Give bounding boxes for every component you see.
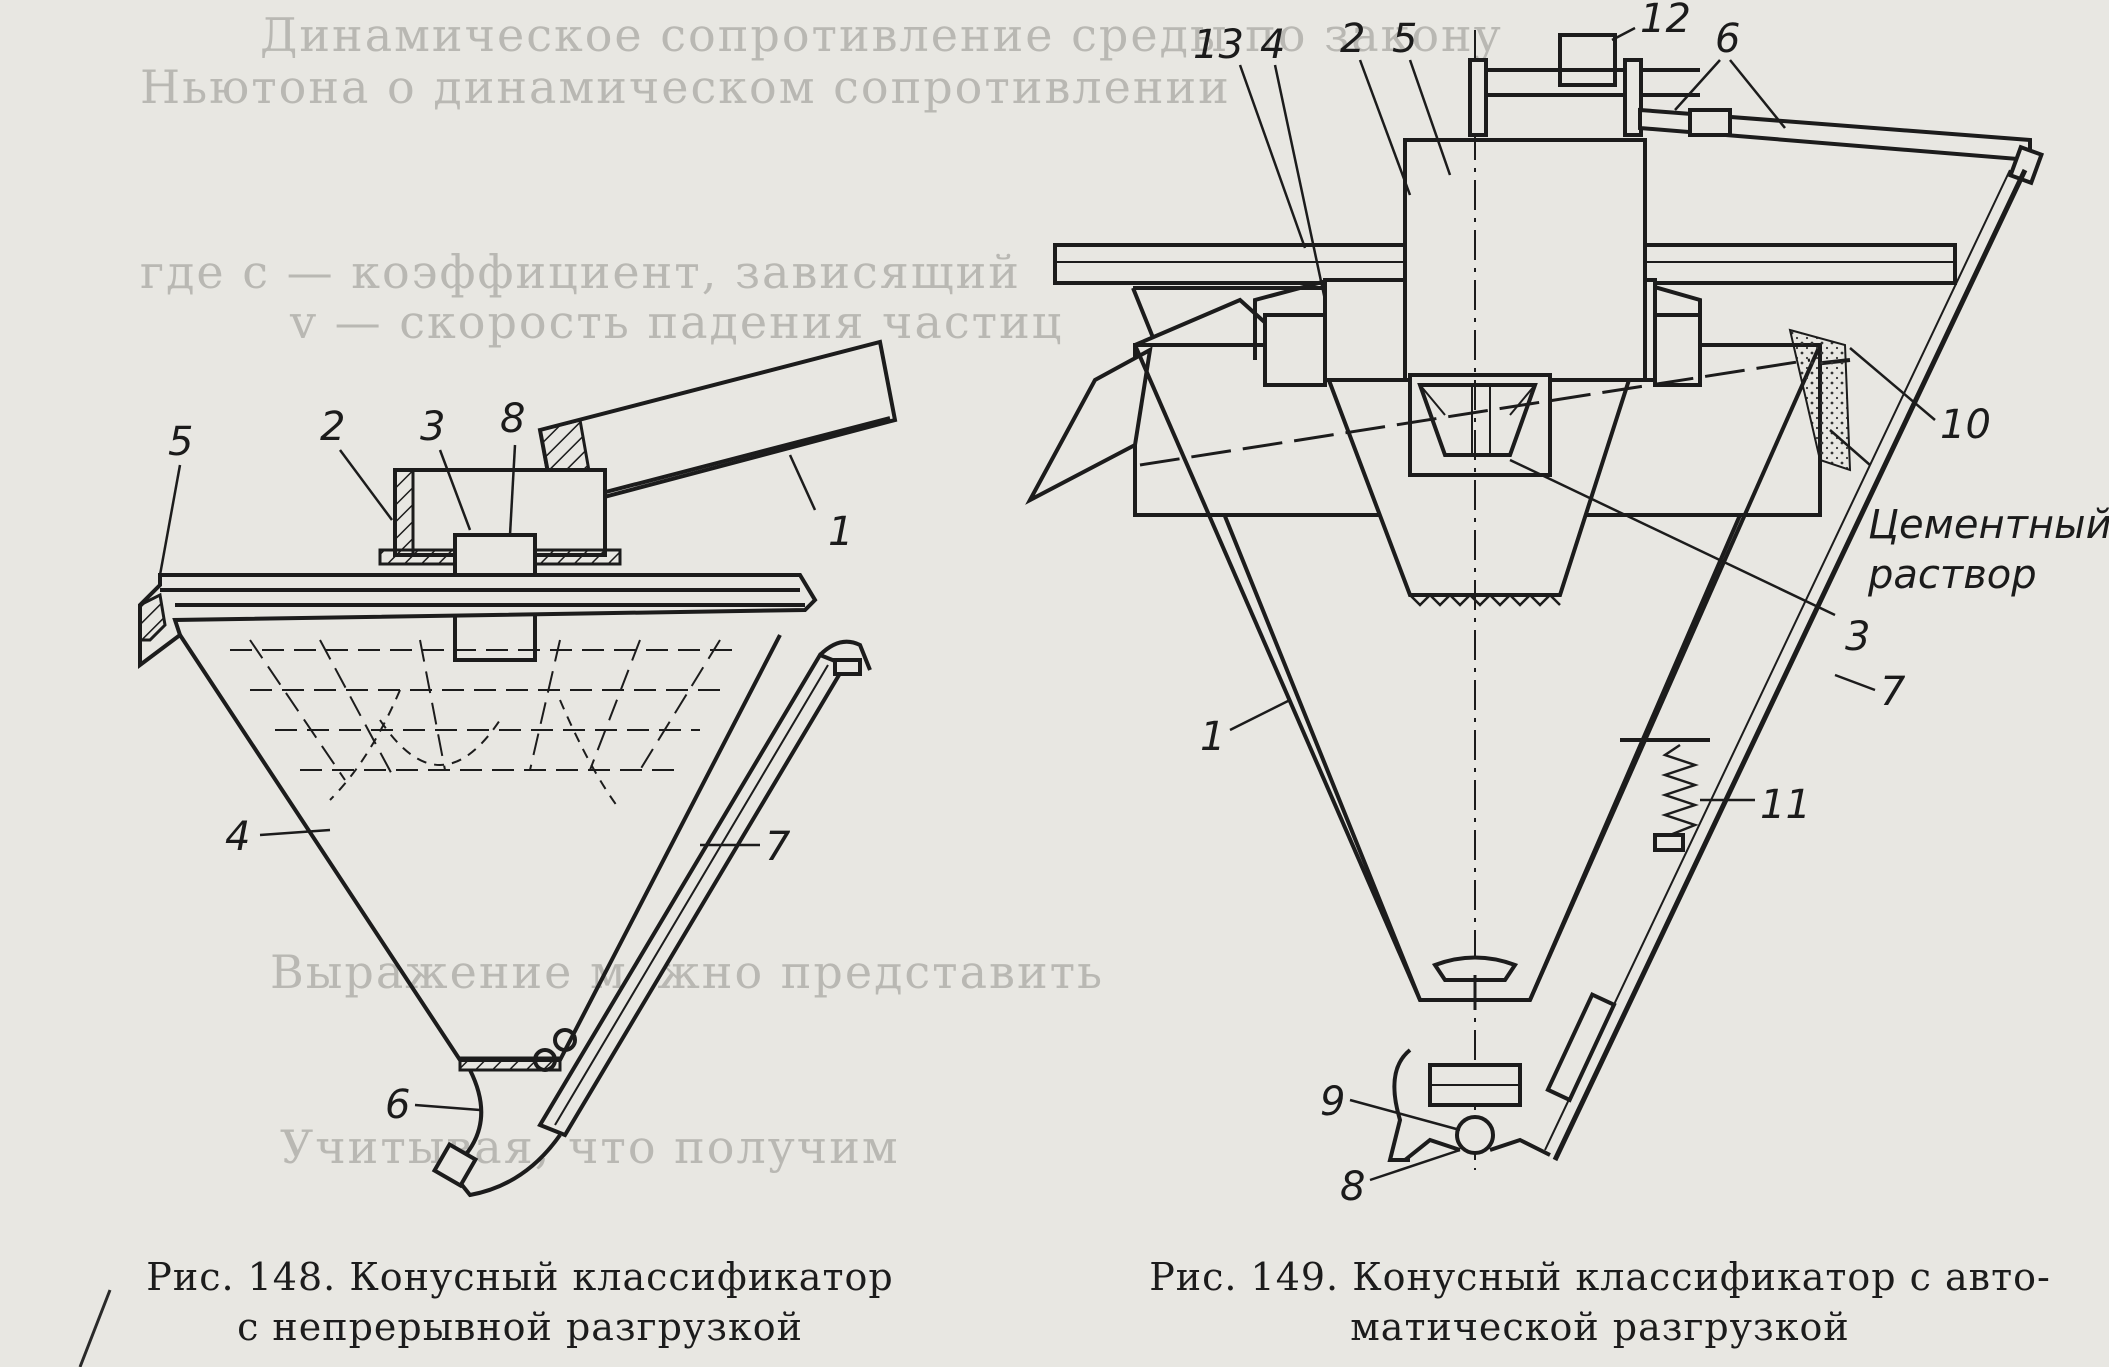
discharge-elbow bbox=[431, 1028, 577, 1198]
caption-149-line2: матической разгрузкой bbox=[1350, 1305, 1850, 1349]
label-148-3: 3 bbox=[420, 404, 445, 450]
bleed-text-1: Динамическое сопротивление среды по зако… bbox=[260, 8, 1503, 62]
label-148-1: 1 bbox=[828, 509, 853, 555]
label-148-6: 6 bbox=[385, 1082, 410, 1128]
bleed-text-2: Ньютона о динамическом сопротивлении bbox=[140, 60, 1231, 114]
label-149-12: 12 bbox=[1640, 0, 1691, 42]
label-149-13: 13 bbox=[1193, 22, 1244, 68]
fig149-labels: 13 4 2 5 12 6 10 Цементный раствор 3 7 1… bbox=[1193, 0, 2109, 1210]
label-149-8: 8 bbox=[1340, 1164, 1365, 1210]
spring bbox=[1620, 738, 1710, 852]
lever-mechanism bbox=[1468, 33, 2045, 186]
label-148-5: 5 bbox=[168, 419, 193, 465]
cone-body bbox=[178, 633, 782, 1062]
bleed-text-5: Выражение можно представить bbox=[270, 945, 1105, 999]
liquid-level-line bbox=[1139, 358, 1811, 467]
pencil-mark bbox=[78, 1289, 112, 1367]
discharge-valve bbox=[1387, 955, 1551, 1162]
fig148-labels: 1 2 3 8 5 4 7 6 bbox=[158, 396, 853, 1128]
label-149-10: 10 bbox=[1940, 402, 1991, 448]
label-149-2: 2 bbox=[1340, 16, 1365, 62]
return-pipe bbox=[537, 639, 872, 1138]
label-149-9: 9 bbox=[1320, 1079, 1345, 1125]
label-149-7: 7 bbox=[1880, 669, 1906, 715]
caption-fig-149: Рис. 149. Конусный классификатор с авто-… bbox=[1100, 1252, 2100, 1352]
bleed-text-4: v — скорость падения частиц bbox=[290, 295, 1064, 349]
bleed-text-6: Учитывая, что получим bbox=[280, 1120, 900, 1174]
label-149-6: 6 bbox=[1715, 16, 1740, 62]
figure-148 bbox=[138, 339, 898, 1198]
label-149-3: 3 bbox=[1845, 614, 1870, 660]
label-149-1: 1 bbox=[1200, 714, 1225, 760]
annotation-cement-1: Цементный bbox=[1868, 502, 2109, 548]
label-149-4: 4 bbox=[1260, 22, 1285, 68]
label-149-11: 11 bbox=[1760, 782, 1811, 828]
caption-148-line1: Рис. 148. Конусный классификатор bbox=[146, 1255, 894, 1299]
label-149-5: 5 bbox=[1392, 16, 1417, 62]
caption-148-line2: с непрерывной разгрузкой bbox=[237, 1305, 803, 1349]
caption-fig-148: Рис. 148. Конусный классификатор с непре… bbox=[110, 1252, 930, 1352]
label-148-4: 4 bbox=[225, 814, 250, 860]
label-148-7: 7 bbox=[765, 824, 791, 870]
overflow-launder bbox=[138, 573, 818, 669]
label-148-8: 8 bbox=[500, 396, 525, 442]
feed-box bbox=[378, 468, 622, 566]
caption-149-line1: Рис. 149. Конусный классификатор с авто- bbox=[1149, 1255, 2051, 1299]
central-cylinder bbox=[1403, 138, 1647, 477]
bleed-text-3: где c — коэффициент, зависящий bbox=[140, 245, 1021, 299]
label-148-2: 2 bbox=[320, 404, 345, 450]
linkage-rod bbox=[1544, 168, 2028, 1162]
annotation-cement-2: раствор bbox=[1867, 552, 2037, 598]
figure-149 bbox=[1025, 30, 2045, 1170]
